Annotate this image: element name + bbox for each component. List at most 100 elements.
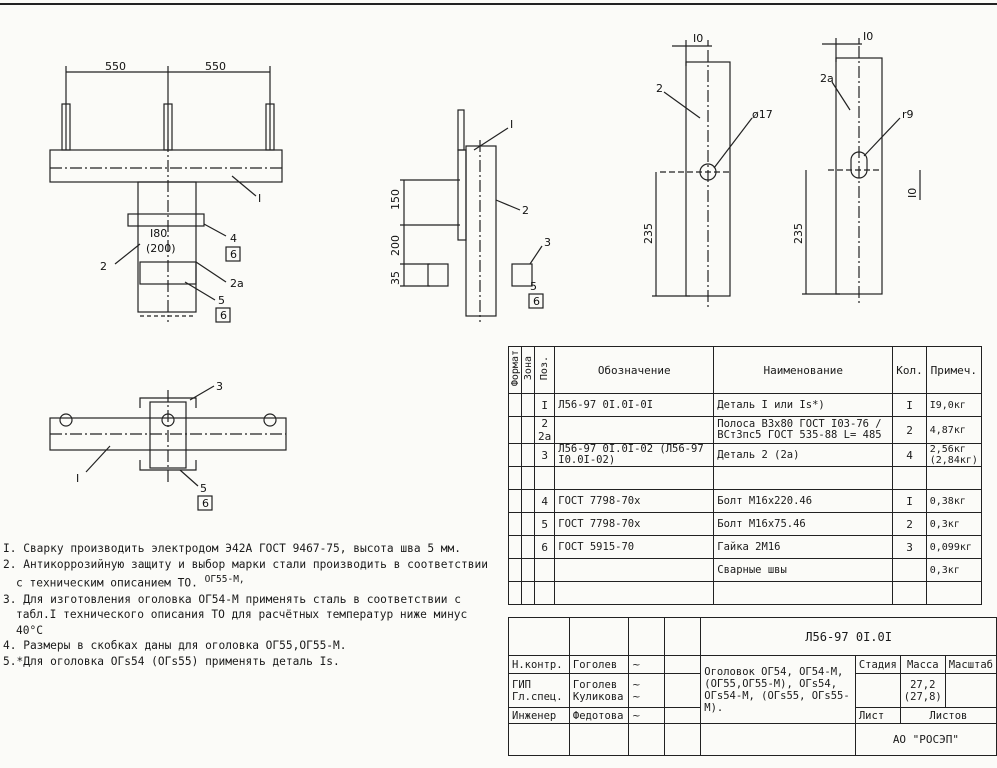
signature: ~	[627, 655, 666, 674]
leader	[529, 245, 543, 265]
leader	[473, 127, 509, 151]
post-section	[465, 145, 497, 317]
note-4: 4. Размеры в скобках даны для оголовка О…	[3, 639, 347, 653]
dimension-150: 150	[389, 189, 402, 210]
note-cell: I9,0кг	[925, 393, 982, 417]
format-cell	[508, 558, 522, 582]
callout-2a: 2а	[820, 72, 834, 85]
zone-cell	[521, 581, 535, 605]
scale-label: Масштаб	[944, 655, 997, 674]
zone-cell	[521, 512, 535, 536]
plate	[127, 213, 205, 227]
header-format: Формат	[508, 346, 522, 394]
callout-2: 2	[656, 82, 663, 95]
callout-6: 6	[533, 295, 540, 308]
pos-cell: 3	[533, 443, 556, 467]
callout-3: 3	[544, 236, 551, 249]
note-cell: 2,56кг (2,84кг)	[925, 443, 982, 467]
designation-cell	[554, 416, 715, 444]
role-normcontrol: Н.контр.	[508, 655, 570, 674]
plate-section	[457, 149, 467, 241]
dimension-i0: I0	[693, 32, 703, 45]
callout-5: 5	[530, 280, 537, 293]
name-cell	[713, 581, 894, 605]
plan-view: 3 I 5 6	[49, 380, 287, 511]
leader	[713, 117, 753, 169]
callout-3: 3	[216, 380, 223, 393]
note-3: 3. Для изготовления оголовка ОГ54-М прим…	[3, 592, 462, 606]
leader	[231, 175, 257, 197]
callout-box	[225, 246, 241, 262]
zone-cell	[521, 489, 535, 513]
title-row-4: Инженер Федотова ~ Лист Листов	[508, 707, 997, 724]
leader	[863, 117, 901, 157]
note-5: 5.*Для оголовка ОГs54 (ОГs55) применять …	[3, 654, 340, 668]
callout-4: 4	[230, 232, 237, 245]
detail-plate-2: I0 2 ø17 235	[642, 32, 773, 310]
header-pos: Поз.	[533, 346, 556, 394]
title-row-2: Н.контр. Гоголев ~ Оголовок ОГ54, ОГ54-М…	[508, 655, 997, 724]
label-200: (200)	[146, 242, 176, 255]
head-beam	[49, 149, 283, 183]
callout-2a: 2а	[230, 277, 244, 290]
note-3-cont: табл.I технического описания ТО для расч…	[16, 608, 468, 622]
zone-cell	[521, 558, 535, 582]
callout-6: 6	[202, 497, 209, 510]
dimension-235: 235	[792, 223, 805, 244]
leader	[189, 385, 215, 401]
spec-row	[508, 581, 982, 605]
title-block: Л56-97 0I.0I Н.контр. Гоголев ~ Оголовок…	[508, 617, 997, 756]
qty-cell: I	[892, 393, 927, 417]
name-engineer: Федотова	[568, 707, 629, 724]
leader	[184, 281, 216, 301]
signature: ~~	[627, 673, 666, 708]
callout-2: 2	[522, 204, 529, 217]
leader	[114, 243, 141, 265]
pos-cell: 5	[533, 512, 556, 536]
designation-cell: Л56-97 0I.0I-0I	[554, 393, 715, 417]
organization: АО "РОСЭП"	[854, 723, 997, 756]
hole-diameter: ø17	[752, 108, 773, 121]
note-cell: 0,38кг	[925, 489, 982, 513]
callout-box	[528, 293, 544, 309]
dimension-200: 200	[389, 235, 402, 256]
slot-radius: r9	[902, 108, 914, 121]
callout-I: I	[258, 192, 261, 205]
general-notes: I. Сварку производить электродом Э42А ГО…	[3, 541, 503, 669]
format-cell	[508, 535, 522, 559]
leader	[831, 81, 851, 111]
callout-6b: 6	[220, 309, 227, 322]
note-cell: 4,87кг	[925, 416, 982, 444]
slot-dimension: I0	[906, 188, 919, 198]
leader	[663, 91, 701, 119]
label-i80: I80	[150, 227, 167, 240]
format-cell	[508, 512, 522, 536]
leader	[195, 261, 227, 283]
name-cell: Полоса В3х80 ГОСТ I03-76 / ВСт3пс5 ГОСТ …	[713, 416, 894, 444]
header-name: Наименование	[713, 346, 894, 394]
header-zone: Зона	[521, 346, 535, 394]
note-2: 2. Антикоррозийную защиту и выбор марки …	[3, 557, 488, 571]
zone-cell	[521, 443, 535, 467]
dimension-i0: I0	[863, 30, 873, 43]
pos-cell: 6	[533, 535, 556, 559]
name-cell: Сварные швы	[713, 558, 894, 582]
designation-cell: ГОСТ 5915-70	[554, 535, 715, 559]
name-cell: Гайка 2М16	[713, 535, 894, 559]
name-cell: Деталь 2 (2а)	[713, 443, 894, 467]
note-cell	[925, 581, 982, 605]
qty-cell: 2	[892, 512, 927, 536]
dimension-550-left: 550	[105, 60, 126, 73]
pos-cell	[533, 466, 556, 490]
designation-cell: ГОСТ 7798-70х	[554, 512, 715, 536]
detail-plate-2a: I0 2а r9 I0 235	[792, 30, 921, 306]
header-note: Примеч.	[925, 346, 982, 394]
header-qty: Кол.	[892, 346, 927, 394]
